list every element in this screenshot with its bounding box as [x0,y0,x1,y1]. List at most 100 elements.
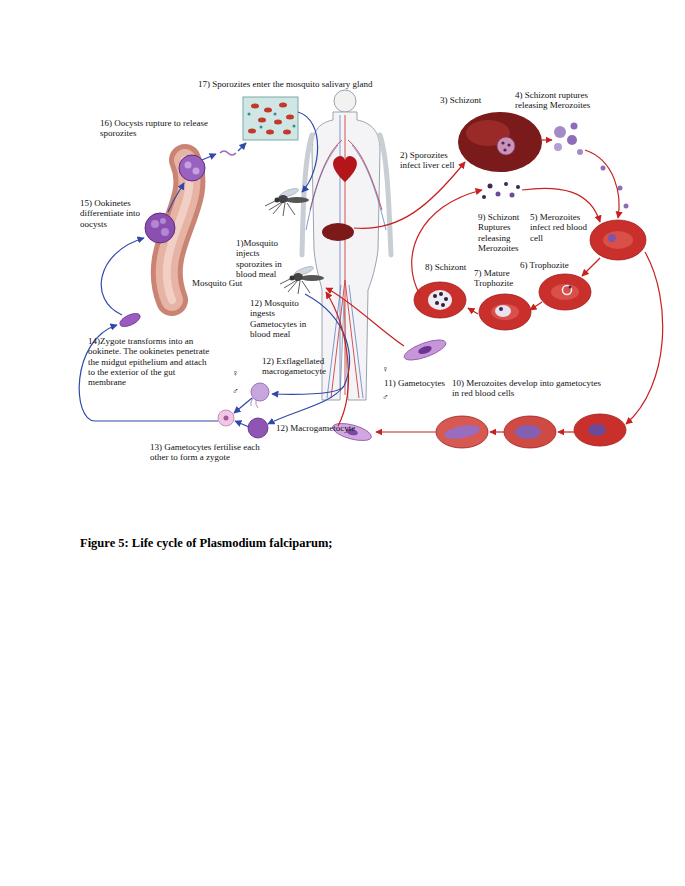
oocyst [193,168,200,175]
salivary-gland [274,113,277,116]
callout-label: 12) Mosquito ingests Gametocytes in bloo… [250,298,312,339]
human-body [322,223,354,241]
human-cycle-arrow [585,150,619,218]
human-body [380,135,391,255]
mosquito-cycle-arrow [268,386,344,424]
mosquito-cycle-arrow [168,183,184,212]
human-cycle-arrow [376,431,436,432]
callout-label: 11) Gametocytes [384,378,445,388]
mosquito [265,201,295,216]
callout-label: 17) Sporozites enter the mosquito saliva… [198,79,372,89]
mosquito [280,279,310,294]
merozoites [577,149,583,155]
merozoites [482,195,486,199]
salivary-gland [248,129,256,134]
liver [458,112,542,172]
red-blood-cell [491,304,519,320]
merozoites [624,204,629,209]
red-blood-cell [539,274,591,310]
red-blood-cell [603,231,633,249]
red-blood-cell [569,286,572,289]
mosquito [280,265,324,294]
callout-label: 1)Mosquito injects sporozites in blood m… [236,238,294,279]
mosquito-cycle-arrow [79,112,349,427]
merozoites [554,143,562,151]
callout-label: 7) Mature Trophozite [474,268,520,289]
human-cycle-arrow [490,431,504,432]
liver [458,112,542,172]
human-cycle-arrow [354,162,465,228]
red-blood-cell [563,286,572,295]
red-blood-cell [428,290,452,310]
red-blood-cell [574,414,626,446]
sex-symbol: ♂ [232,386,239,396]
salivary-gland [243,97,298,140]
mosquito-cycle-arrow [272,294,349,394]
mosquito [300,275,324,281]
red-blood-cell [439,292,443,296]
oocyst [145,213,175,243]
human-cycle-arrow [468,308,478,314]
salivary-gland [266,130,274,135]
merozoites [571,123,578,130]
mosquito [285,197,309,203]
oocyst [145,155,205,243]
red-blood-cell [504,416,556,448]
merozoites [516,185,520,189]
gametes [224,416,229,421]
callout-label: 12) Macrogametocyte [276,423,355,433]
red-blood-cell [495,305,511,317]
callout-label: 2) Sporozites infect liver cell [400,150,455,171]
merozoites [504,182,508,186]
red-blood-cell [499,307,503,311]
sex-symbol: ♀ [382,364,389,374]
mosquito-cycle-arrow [202,154,216,160]
oocyst [161,228,169,236]
salivary-gland [243,97,298,140]
sporozoite [220,151,236,155]
red-blood-cell [414,220,646,448]
liver [503,148,506,151]
human-cycle-arrow [412,190,482,295]
oocyst [151,220,159,228]
ookinete [118,311,142,329]
oocyst [160,218,166,224]
human-cycle-arrow [540,139,552,140]
mosquito-cycle-arrow [79,325,218,421]
callout-label: 15) Ookinetes differentiate into oocysts [80,198,142,229]
red-blood-cell [444,297,448,301]
sex-symbol: ♂ [382,392,389,402]
red-blood-cell [414,282,466,318]
salivary-gland [248,113,251,116]
gametes [251,398,258,408]
callout-label: 12) Exflagellated macrogametocyte [262,356,334,377]
liver [501,141,504,144]
callout-label: 16) Oocysts rupture to release sporozite… [100,118,220,139]
mosquito-cycle-arrow [238,143,246,151]
callout-label: 13) Gametocytes fertilise each other to … [150,442,280,463]
merozoites [554,126,566,138]
callout-label: 3) Schizont [440,95,481,105]
mosquito [275,198,280,203]
mosquito [293,273,303,281]
red-blood-cell [479,294,531,330]
red-blood-cell [590,220,646,260]
oocyst [185,162,192,169]
callout-label: 14)Zygote transforms into an ookinete. T… [88,336,213,388]
callout-label: 6) Trophozite [520,260,569,270]
merozoites [496,192,501,197]
salivary-gland [293,125,296,128]
red-blood-cell [515,425,541,439]
human-body [333,156,357,182]
salivary-gland [274,120,282,125]
callout-label: 5) Merozoites infect red blood cell [530,212,588,243]
liver [507,143,510,146]
figure-caption: Figure 5: Life cycle of Plasmodium falci… [80,536,333,551]
callout-label: 10) Merozoites develop into gametocytes … [452,378,602,399]
gametes [251,383,269,401]
merozoites [510,193,515,198]
human-body [306,115,386,398]
part-label: Mosquito Gut [192,278,242,288]
salivary-gland [260,126,263,129]
